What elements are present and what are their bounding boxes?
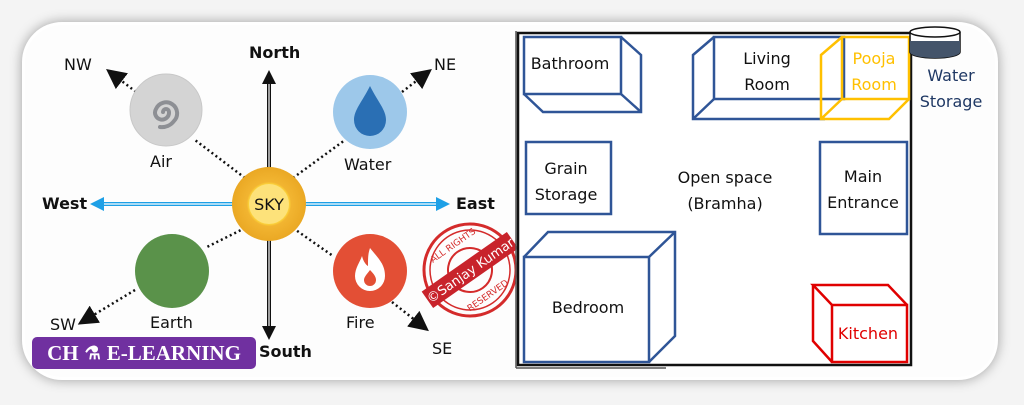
kitchen-room [810, 283, 909, 364]
kitchen-label: Kitchen [838, 324, 898, 343]
earth-label: Earth [150, 313, 193, 332]
pooja-room [819, 35, 911, 121]
west-arrow-icon [90, 197, 104, 211]
sky-center: SKY [232, 167, 306, 241]
grain-storage-room [524, 140, 613, 216]
south-arrow-icon [262, 326, 276, 340]
north-arrow-icon [262, 70, 276, 84]
earth-element: Earth [135, 234, 209, 332]
air-element: Air [129, 73, 203, 171]
pooja-room-label-1: Pooja [853, 49, 896, 68]
logo-text-left: CH [47, 340, 79, 365]
living-room-label-1: Living [743, 49, 791, 68]
open-space-label-1: Open space [678, 168, 773, 187]
water-element: Water [333, 75, 407, 174]
spiral-icon [153, 100, 180, 130]
sky-label: SKY [254, 195, 284, 214]
pooja-room-label-2: Room [851, 75, 897, 94]
bedroom-room [522, 230, 677, 364]
bathroom-room [522, 35, 643, 114]
west-label: West [42, 194, 87, 213]
flask-icon: ⚗ [84, 342, 101, 363]
living-room [691, 35, 846, 121]
ch-elearning-logo: CH ⚗ E-LEARNING [32, 337, 256, 369]
south-label: South [259, 342, 312, 361]
logo-text-right: E-LEARNING [106, 340, 241, 365]
east-label: East [456, 194, 495, 213]
flame-icon [355, 248, 385, 291]
main-entrance-label-1: Main [844, 167, 882, 186]
living-room-label-2: Room [744, 75, 790, 94]
bedroom-label: Bedroom [552, 298, 624, 317]
fire-element: Fire [333, 234, 407, 332]
sw-label: SW [50, 315, 76, 334]
open-space-label-2: (Bramha) [687, 194, 762, 213]
water-label: Water [344, 155, 392, 174]
water-tank-icon [909, 26, 961, 59]
floor-plan: Bathroom Living Room Pooja Room Water St… [515, 26, 983, 369]
air-label: Air [150, 152, 172, 171]
water-storage-label-1: Water [927, 66, 975, 85]
east-arrow-icon [436, 197, 450, 211]
ne-label: NE [434, 55, 456, 74]
grain-storage-label-1: Grain [544, 159, 587, 178]
bathroom-label: Bathroom [531, 54, 610, 73]
nw-label: NW [64, 55, 92, 74]
water-storage-label-2: Storage [920, 92, 983, 111]
fire-label: Fire [346, 313, 375, 332]
main-entrance-label-2: Entrance [827, 193, 899, 212]
se-label: SE [432, 339, 452, 358]
north-label: North [249, 43, 300, 62]
water-drop-icon [354, 86, 386, 136]
main-entrance-room [818, 140, 909, 236]
grain-storage-label-2: Storage [535, 185, 598, 204]
